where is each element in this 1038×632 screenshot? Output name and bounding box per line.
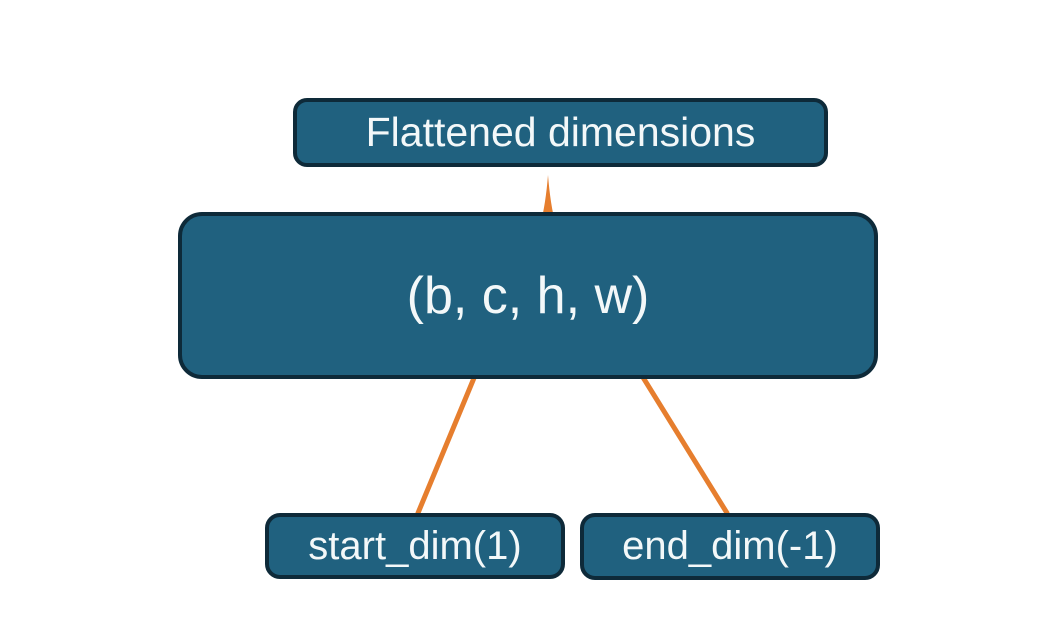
flattened-dimensions-node: Flattened dimensions [293, 98, 828, 167]
end-dim-node: end_dim(-1) [580, 513, 880, 580]
start-dim-label: start_dim(1) [308, 523, 522, 568]
tensor-shape-node: (b, c, h, w) [178, 212, 878, 379]
tensor-shape-label: (b, c, h, w) [406, 266, 650, 325]
flattened-dimensions-label: Flattened dimensions [365, 109, 756, 155]
start-dim-node: start_dim(1) [265, 513, 565, 579]
end-dim-label: end_dim(-1) [622, 524, 838, 568]
